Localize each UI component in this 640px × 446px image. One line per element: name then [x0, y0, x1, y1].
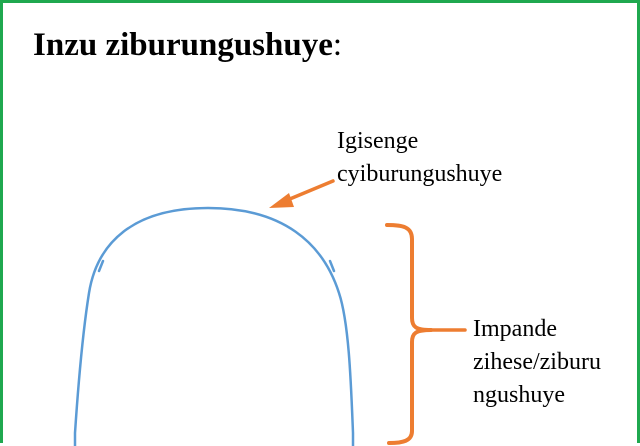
- house-outline: [73, 206, 355, 446]
- roof-arrow-head: [269, 193, 294, 208]
- round-house-diagram: [73, 179, 467, 446]
- roof-label-line-1: Igisenge: [337, 128, 419, 154]
- title-colon: :: [332, 27, 343, 63]
- walls-label-line-2: zihese/ziburu: [473, 349, 601, 375]
- outline-tick-left: [97, 259, 105, 273]
- roof-label-line-2: cyiburungushuye: [337, 161, 503, 187]
- walls-label-line-1: Impande: [473, 316, 557, 342]
- roof-arrow-line: [283, 179, 335, 203]
- page-title: Inzu ziburungushuye:: [33, 25, 342, 65]
- roof-label: Igisenge cyiburungushuye: [337, 125, 502, 191]
- walls-brace: [385, 223, 433, 445]
- walls-label-line-3: ngushuye: [473, 382, 565, 408]
- walls-label: Impande zihese/ziburu ngushuye: [473, 313, 601, 412]
- title-text: Inzu ziburungushuye: [33, 27, 333, 63]
- outline-tick-right: [328, 259, 336, 273]
